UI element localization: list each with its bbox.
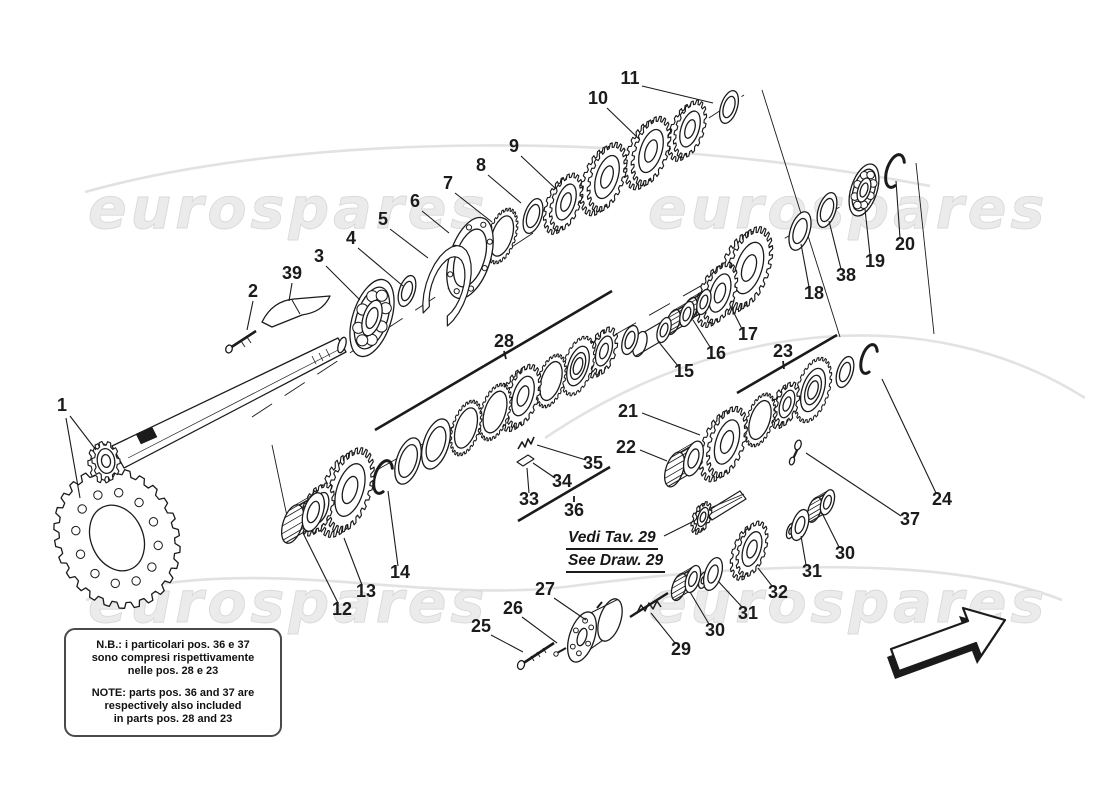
- part-label-12: 12: [332, 599, 352, 619]
- leader-line-7: [454, 192, 493, 223]
- part-label-25: 25: [471, 616, 491, 636]
- part-label-7: 7: [443, 173, 453, 193]
- part-label-13: 13: [356, 581, 376, 601]
- leader-line-13: [343, 537, 363, 586]
- leader-line-25: [490, 634, 524, 653]
- leader-line-29: [650, 612, 676, 644]
- note-it-line2: sono compresi rispettivamente: [91, 652, 255, 664]
- part-label-4: 4: [346, 228, 356, 248]
- leader-line-32: [757, 567, 773, 587]
- part-label-3: 3: [314, 246, 324, 266]
- leader-line-38: [828, 220, 842, 270]
- leader-line-3: [325, 265, 361, 301]
- part-label-15: 15: [674, 361, 694, 381]
- part-label-22: 22: [616, 437, 636, 457]
- leader-line-27: [553, 597, 587, 621]
- leader-line-15: [657, 340, 679, 367]
- part-label-2: 2: [248, 281, 258, 301]
- leader-line-33: [526, 467, 530, 494]
- part-label-10: 10: [588, 88, 608, 108]
- leader-line-20: [895, 180, 901, 239]
- leader-line-1: [65, 417, 81, 499]
- part-label-11: 11: [620, 68, 639, 88]
- part-label-27: 27: [535, 579, 555, 599]
- part-label-31-b: 31: [738, 603, 758, 623]
- part-label-29: 29: [671, 639, 691, 659]
- part-label-36-b: 36: [564, 500, 584, 520]
- leader-line-35: [536, 444, 587, 461]
- part-label-1: 1: [57, 395, 67, 415]
- leader-line-22: [639, 449, 668, 462]
- part-label-18: 18: [804, 283, 824, 303]
- part-label-21: 21: [618, 401, 638, 421]
- leader-line-31: [800, 535, 807, 566]
- part-label-9: 9: [509, 136, 519, 156]
- part-label-8: 8: [476, 155, 486, 175]
- leader-line-4: [357, 247, 404, 287]
- leader-line-31: [717, 580, 743, 608]
- part-label-16: 16: [706, 343, 726, 363]
- note-box: N.B.: i particolari pos. 36 e 37 sono co…: [64, 628, 282, 737]
- see-drawing-it: Vedi Tav. 29: [566, 529, 658, 550]
- leader-line-26: [521, 616, 558, 644]
- see-drawing-reference: Vedi Tav. 29 See Draw. 29: [566, 529, 666, 573]
- leader-line-24: [881, 378, 937, 494]
- leader-line-14: [387, 490, 399, 567]
- leader-line-17: [730, 306, 743, 330]
- part-label-30-b: 30: [835, 543, 855, 563]
- watermark-text-1: eurospares: [88, 176, 488, 242]
- leader-line-11: [641, 85, 714, 104]
- leader-line-9: [520, 155, 557, 190]
- part-label-38: 38: [836, 265, 856, 285]
- note-en-line3: in parts pos. 28 and 23: [113, 713, 233, 725]
- leader-line-37: [805, 452, 902, 517]
- leader-line-8: [487, 174, 522, 204]
- leader-line-30: [821, 512, 840, 548]
- bracket-tick-28: [503, 350, 507, 360]
- part-label-5: 5: [378, 209, 388, 229]
- see-drawing-en: See Draw. 29: [566, 552, 666, 573]
- leader-line-6: [421, 210, 450, 234]
- leader-line-16: [692, 319, 711, 348]
- note-en-line2: respectively also included: [104, 700, 242, 712]
- part-label-19: 19: [865, 251, 885, 271]
- part-label-30-b: 30: [705, 620, 725, 640]
- part-label-20: 20: [895, 234, 915, 254]
- leader-line-2: [246, 300, 254, 331]
- leader-line-12: [302, 532, 339, 604]
- leader-line-30: [689, 591, 710, 625]
- part-label-35-b: 35: [583, 453, 603, 473]
- part-label-34-b: 34: [552, 471, 572, 491]
- leader-line-5: [389, 228, 429, 259]
- direction-arrow: [889, 606, 1007, 673]
- leader-line-39: [288, 282, 293, 302]
- part-label-33-b: 33: [519, 489, 539, 509]
- leader-line-18: [800, 243, 810, 288]
- part-label-39: 39: [282, 263, 302, 283]
- note-it-line3: nelle pos. 28 e 23: [127, 665, 219, 677]
- watermark-text-2: eurospares: [648, 176, 1048, 242]
- leader-line-34: [532, 462, 556, 479]
- leader-line-1: [69, 415, 97, 451]
- part-label-17: 17: [738, 324, 758, 344]
- part-label-32-b: 32: [768, 582, 788, 602]
- part-label-23: 23: [773, 341, 793, 361]
- leader-line-19: [864, 208, 871, 256]
- leader-line-21: [641, 412, 701, 436]
- part-label-24: 24: [932, 489, 952, 509]
- part-label-37-b: 37: [900, 509, 920, 529]
- note-en-line1: NOTE: parts pos. 36 and 37 are: [91, 687, 255, 699]
- part-label-28: 28: [494, 331, 514, 351]
- bracket-tick-23: [782, 360, 785, 370]
- part-label-31-b: 31: [802, 561, 822, 581]
- part-label-14: 14: [390, 562, 410, 582]
- leader-line-10: [606, 107, 640, 140]
- part-label-26: 26: [503, 598, 523, 618]
- part-label-6: 6: [410, 191, 420, 211]
- note-it-line1: N.B.: i particolari pos. 36 e 37: [96, 639, 250, 651]
